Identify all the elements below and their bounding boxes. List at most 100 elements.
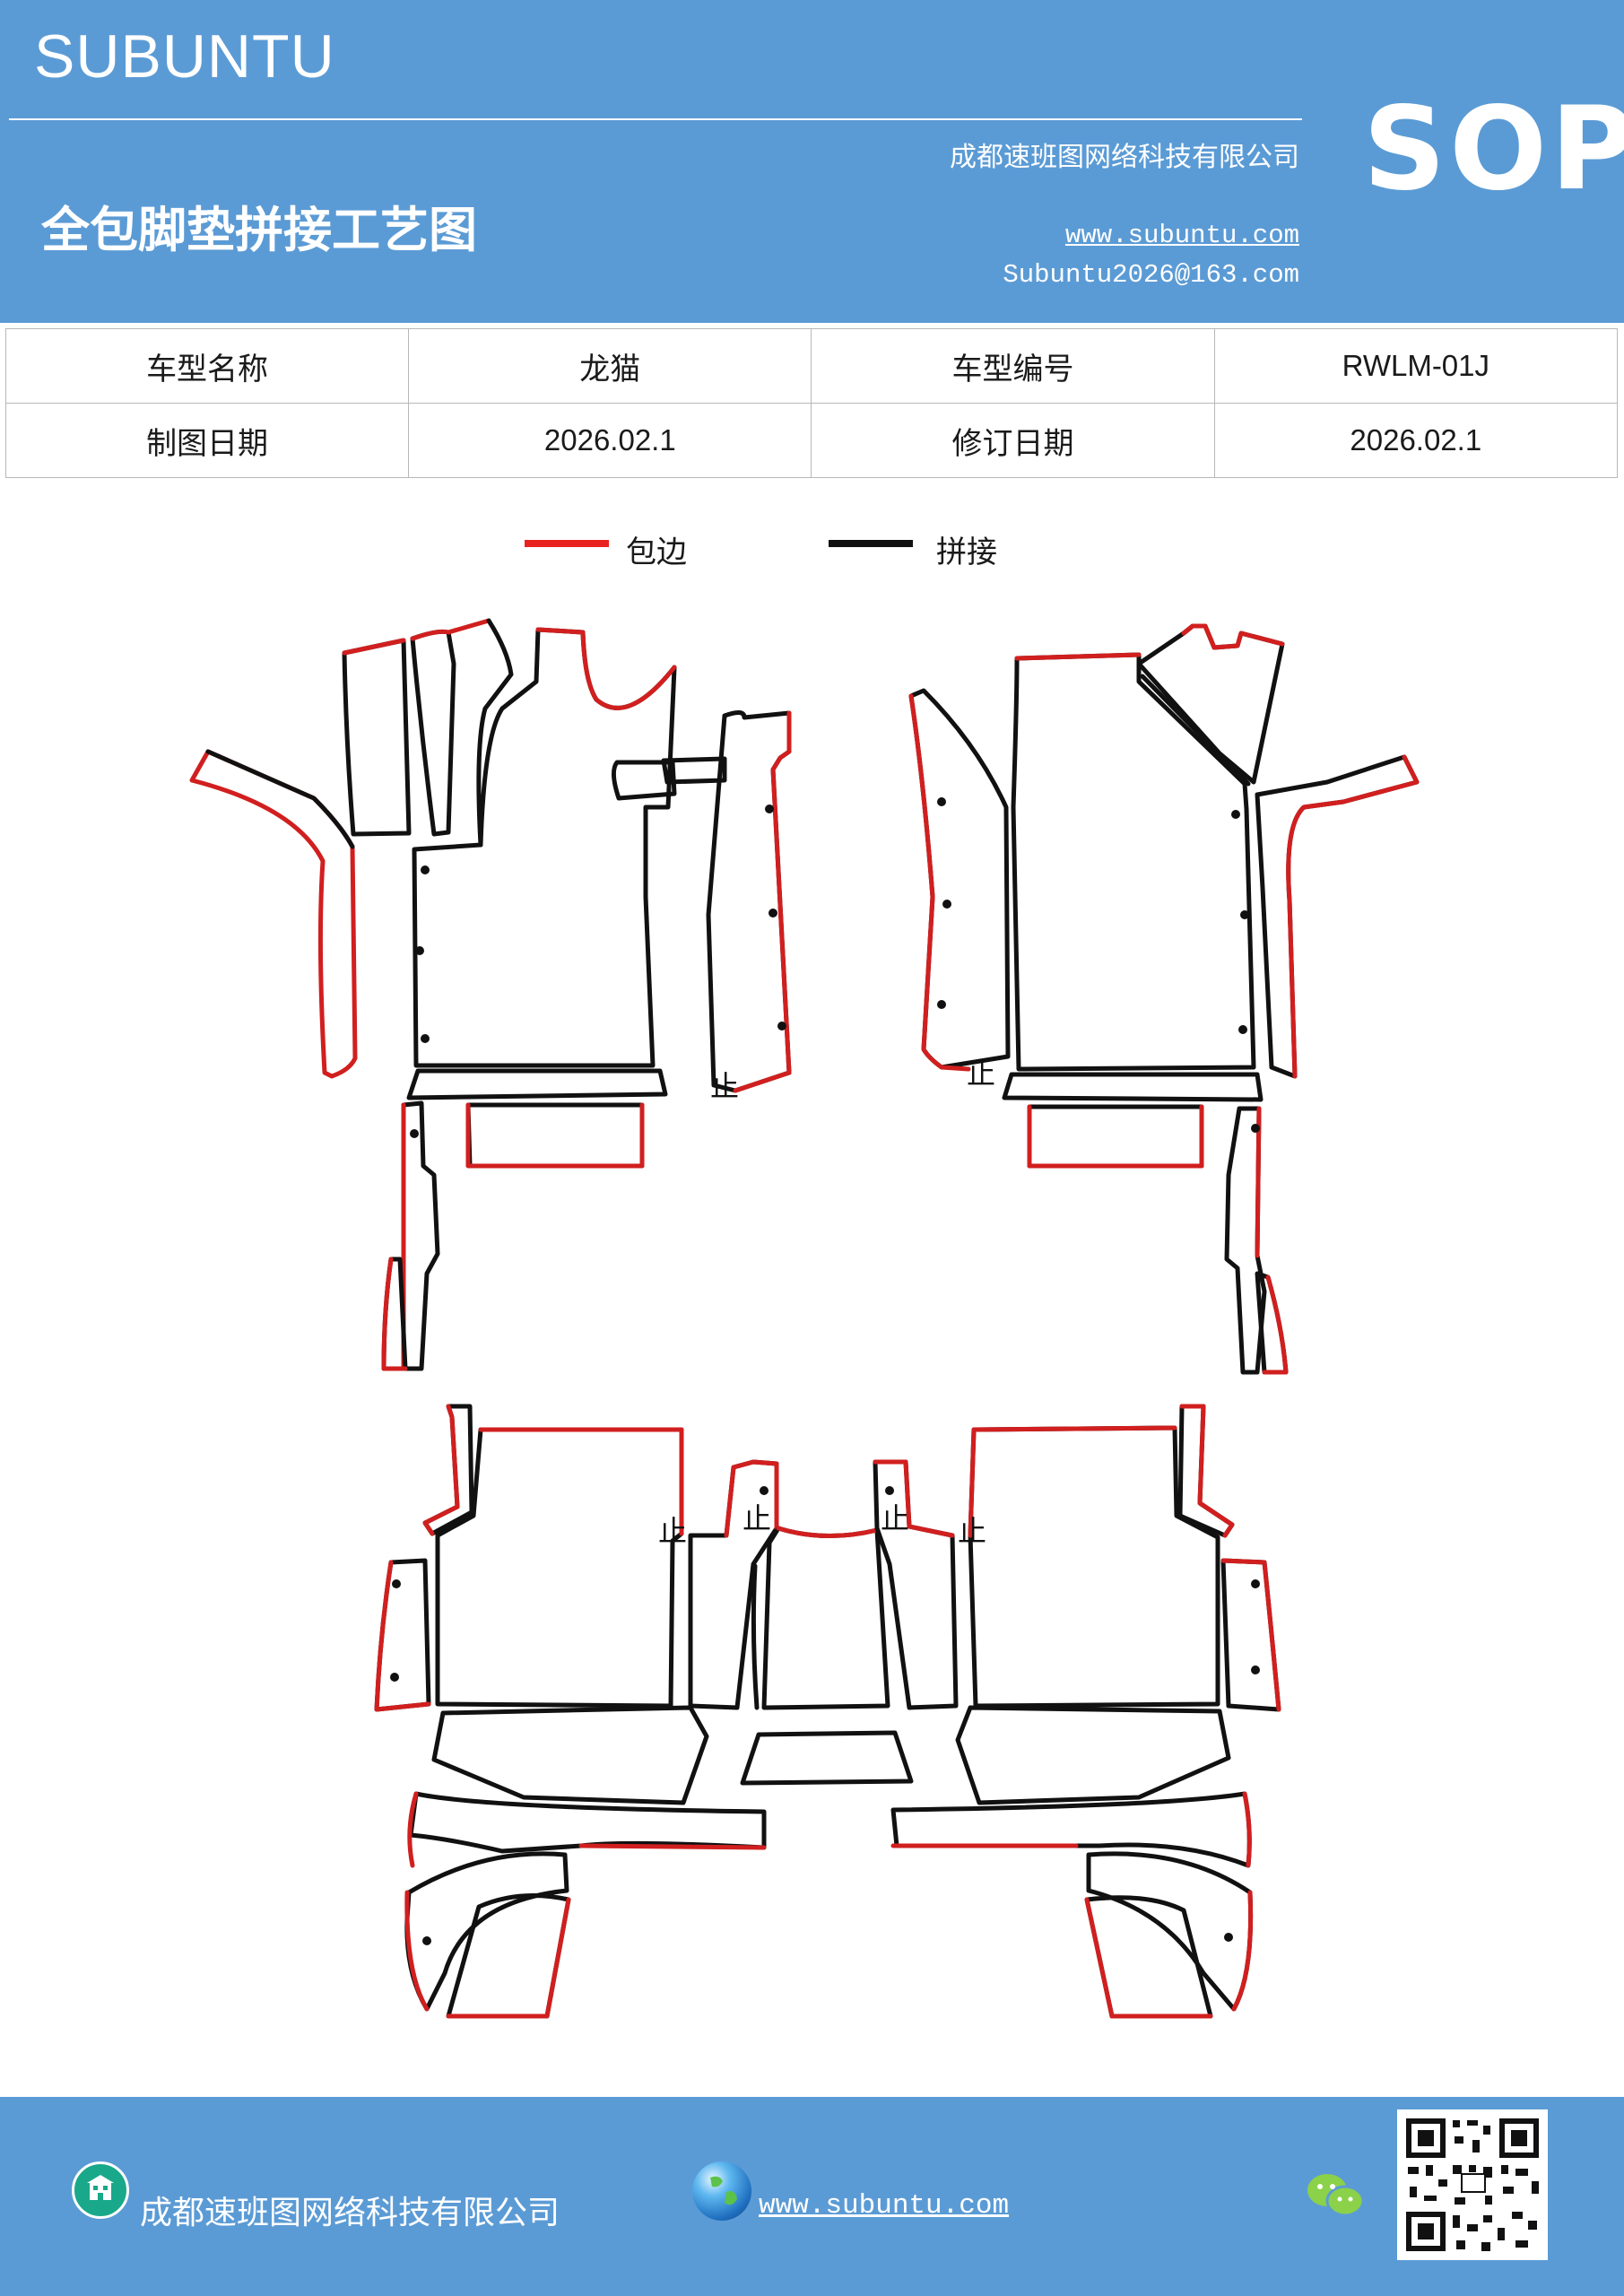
panel-outline: [706, 710, 792, 1093]
table-row: 车型名称 龙猫 车型编号 RWLM-01J: [4, 328, 1619, 404]
value-model-name: 龙猫: [408, 328, 812, 404]
panel-outline: [374, 1558, 431, 1712]
panel-outline: [408, 1791, 767, 1854]
legend-label-seam: 拼接: [936, 535, 997, 570]
seam-line: [751, 1563, 760, 1710]
vehicle-info-table: 车型名称 龙猫 车型编号 RWLM-01J 制图日期 2026.02.1 修订日…: [4, 328, 1619, 478]
header-website-link[interactable]: www.subuntu.com: [1064, 221, 1299, 250]
mat-group-front-right: 止: [908, 623, 1420, 1375]
header-divider: [9, 118, 1302, 120]
qr-code[interactable]: [1397, 2109, 1548, 2260]
edge-line: [1242, 1791, 1252, 1868]
panel-outline: [740, 1730, 914, 1786]
label-revision-date: 修订日期: [811, 403, 1215, 478]
edge-line: [1231, 1890, 1254, 2012]
panel-outline: [890, 1791, 1252, 1868]
panel-outline: [401, 1100, 440, 1371]
panel-outline: [1177, 1404, 1235, 1538]
button-dot: [410, 1129, 419, 1138]
table-row: 制图日期 2026.02.1 修订日期 2026.02.1: [4, 403, 1619, 478]
panel-outline: [435, 1427, 684, 1709]
value-revision-date: 2026.02.1: [1213, 403, 1619, 478]
footer-company: 成都速班图网络科技有限公司: [140, 2195, 560, 2231]
seam-line: [1140, 674, 1251, 787]
button-dot: [1251, 1665, 1260, 1674]
panel-outline: [955, 1705, 1231, 1805]
button-dot: [769, 909, 777, 918]
edge-line: [535, 627, 677, 710]
panel-outline: [404, 1851, 569, 2012]
button-dot: [942, 900, 951, 909]
edge-line: [407, 1791, 419, 1868]
threshold-strip: [1002, 1072, 1264, 1102]
pedal-pad: [661, 756, 727, 785]
building-icon: [72, 2161, 129, 2219]
edge-line: [1286, 754, 1420, 1079]
pedal-pad: [612, 760, 677, 801]
edge-line: [1220, 1558, 1281, 1712]
edge-line: [1179, 1404, 1235, 1538]
sop-badge: SOP: [1363, 83, 1624, 216]
edge-line: [1084, 1897, 1213, 2019]
brand-name: SUBUNTU: [34, 22, 335, 91]
page-title: 全包脚垫拼接工艺图: [41, 201, 477, 258]
stop-mark: 止: [743, 1501, 771, 1535]
button-dot: [937, 1000, 946, 1009]
mat-group-front-left: 止: [189, 618, 792, 1371]
button-dot: [415, 946, 424, 955]
edge-line: [724, 1459, 779, 1538]
mat-group-rear: 止 止 止 止: [374, 1404, 1281, 2019]
edge-line: [578, 1843, 767, 1850]
edge-line: [1014, 652, 1142, 661]
edge-line: [422, 1404, 460, 1536]
edge-line: [733, 710, 792, 1093]
wechat-icon[interactable]: [1304, 2169, 1367, 2222]
legend-label-edge: 包边: [626, 535, 687, 570]
panel-outline: [189, 749, 358, 1079]
label-model-name: 车型名称: [4, 328, 410, 404]
button-dot: [1238, 1025, 1247, 1034]
button-dot: [885, 1486, 894, 1495]
edge-line: [968, 1425, 1177, 1538]
button-dot: [777, 1022, 786, 1031]
edge-line: [873, 1459, 955, 1538]
stop-mark: 止: [958, 1514, 986, 1548]
button-dot: [765, 804, 774, 813]
edge-line: [374, 1560, 431, 1712]
edge-line: [1255, 1106, 1262, 1258]
footer-website-link[interactable]: www.subuntu.com: [759, 2190, 1010, 2222]
header-company: 成都速班图网络科技有限公司: [950, 142, 1299, 173]
button-dot: [422, 1936, 431, 1945]
edge-line: [1262, 1274, 1289, 1375]
edge-line: [404, 1890, 430, 2012]
header-email[interactable]: Subuntu2026@163.com: [1003, 260, 1299, 290]
floor-mat-diagram: 止 止: [189, 618, 1420, 2019]
seam-line: [205, 749, 355, 849]
legend-swatch-edge: [525, 540, 609, 547]
stop-mark: 止: [967, 1057, 995, 1091]
edge-line: [1027, 1104, 1204, 1169]
button-dot: [760, 1486, 769, 1495]
panel-outline: [465, 1102, 645, 1169]
panel-outline: [1027, 1104, 1204, 1169]
page-footer: 成都速班图网络科技有限公司 www.subuntu.com: [0, 2097, 1624, 2296]
button-dot: [1224, 1933, 1233, 1942]
panel-outline: [761, 1526, 890, 1710]
stop-mark: 止: [658, 1514, 687, 1548]
panel-outline: [968, 1425, 1220, 1709]
label-model-code: 车型编号: [811, 328, 1215, 404]
edge-line: [381, 1257, 408, 1371]
label-draw-date: 制图日期: [4, 403, 410, 478]
edge-line: [776, 1526, 880, 1539]
panel-outline: [1086, 1851, 1254, 2012]
globe-icon: [692, 2161, 751, 2221]
panel-outline: [342, 638, 412, 837]
threshold-strip: [406, 1068, 668, 1100]
seam-line: [476, 618, 514, 848]
panel-outline: [1084, 1895, 1213, 2019]
legend: 包边 拼接: [0, 527, 1624, 572]
edge-line: [410, 618, 491, 641]
panel-outline: [431, 1705, 709, 1805]
edge-line: [1181, 623, 1285, 650]
value-draw-date: 2026.02.1: [408, 403, 812, 478]
